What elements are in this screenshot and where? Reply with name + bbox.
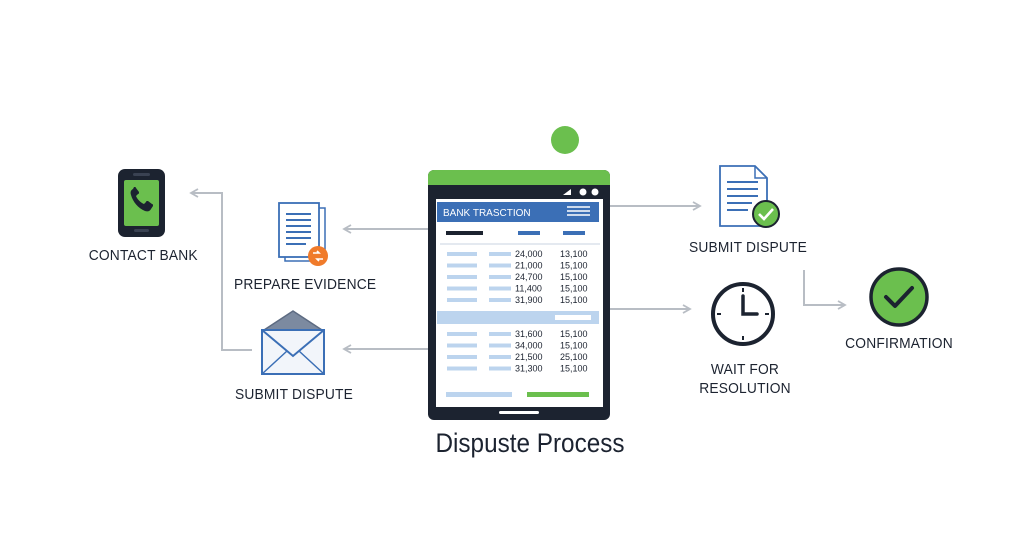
row-balance: 13,100 <box>560 249 588 259</box>
row-placeholder-bar <box>489 263 511 268</box>
row-balance: 15,100 <box>560 341 588 351</box>
label-submit-dispute-right: SUBMIT DISPUTE <box>688 239 808 256</box>
status-dot <box>551 126 579 154</box>
row-placeholder-bar <box>489 298 511 302</box>
table-separator <box>437 311 599 324</box>
row-placeholder-bar <box>447 263 477 268</box>
row-amount: 24,700 <box>515 272 543 282</box>
label-prepare-evidence: PREPARE EVIDENCE <box>234 276 377 293</box>
row-amount: 34,000 <box>515 341 543 351</box>
table-row: 21,500 25,100 <box>447 352 588 362</box>
envelope-icon <box>261 310 325 375</box>
row-placeholder-bar <box>489 275 511 279</box>
row-balance: 15,100 <box>560 284 588 294</box>
document-check-icon <box>719 165 780 228</box>
row-balance: 15,100 <box>560 261 588 271</box>
row-amount: 31,900 <box>515 295 543 305</box>
row-placeholder-bar <box>447 332 477 336</box>
table-row: 24,700 15,100 <box>447 272 588 282</box>
row-placeholder-bar <box>447 275 477 279</box>
transaction-header: BANK TRASCTION <box>443 208 531 219</box>
table-row: 31,300 15,100 <box>447 364 588 374</box>
row-amount: 21,500 <box>515 352 543 362</box>
label-wait-line2: RESOLUTION <box>699 380 791 397</box>
row-placeholder-bar <box>447 355 477 359</box>
document-icon <box>278 202 328 266</box>
transaction-table-bottom: 31,600 15,100 34,000 15,100 21,500 25,100 31,3… <box>447 329 588 374</box>
label-contact-bank: CONTACT BANK <box>88 247 198 264</box>
arrow-submit-to-confirmation <box>803 270 847 310</box>
footer-bar-blue <box>446 392 512 397</box>
row-balance: 15,100 <box>560 329 588 339</box>
clock-icon <box>711 282 775 346</box>
home-button <box>499 411 539 414</box>
row-amount: 31,600 <box>515 329 543 339</box>
row-balance: 15,100 <box>560 295 588 305</box>
row-balance: 15,100 <box>560 272 588 282</box>
row-placeholder-bar <box>447 298 477 302</box>
label-submit-dispute-left: SUBMIT DISPUTE <box>234 386 354 403</box>
table-row: 31,600 15,100 <box>447 329 588 339</box>
row-balance: 15,100 <box>560 364 588 374</box>
table-row: 11,400 15,100 <box>447 284 588 294</box>
row-placeholder-bar <box>447 343 477 348</box>
row-placeholder-bar <box>489 366 511 371</box>
label-wait-for-resolution: WAIT FOR RESOLUTION <box>694 360 795 398</box>
row-amount: 24,000 <box>515 249 543 259</box>
table-row: 31,900 15,100 <box>447 295 588 305</box>
label-confirmation: CONFIRMATION <box>845 335 953 352</box>
row-amount: 31,300 <box>515 364 543 374</box>
menu-icon <box>567 206 590 216</box>
phone-icon <box>118 169 165 237</box>
footer-bar-green <box>527 392 589 397</box>
row-placeholder-bar <box>489 332 511 336</box>
check-circle-icon <box>869 267 929 327</box>
row-placeholder-bar <box>489 343 511 348</box>
row-placeholder-bar <box>489 286 511 291</box>
table-row: 21,000 15,100 <box>447 261 588 271</box>
table-row: 24,000 13,100 <box>447 249 588 259</box>
row-placeholder-bar <box>447 252 477 256</box>
arrow-loop-to-contact-bank <box>189 188 252 351</box>
transaction-header-bar <box>437 202 599 222</box>
label-wait-line1: WAIT FOR <box>710 361 780 378</box>
arrows <box>189 188 847 354</box>
row-placeholder-bar <box>489 355 511 359</box>
diagram-title: Dispuste Process <box>435 428 625 458</box>
row-amount: 11,400 <box>515 284 542 294</box>
row-balance: 25,100 <box>560 352 588 362</box>
row-placeholder-bar <box>489 252 511 256</box>
table-row: 34,000 15,100 <box>447 341 588 351</box>
row-placeholder-bar <box>447 286 477 291</box>
row-placeholder-bar <box>447 366 477 371</box>
row-amount: 21,000 <box>515 261 543 271</box>
